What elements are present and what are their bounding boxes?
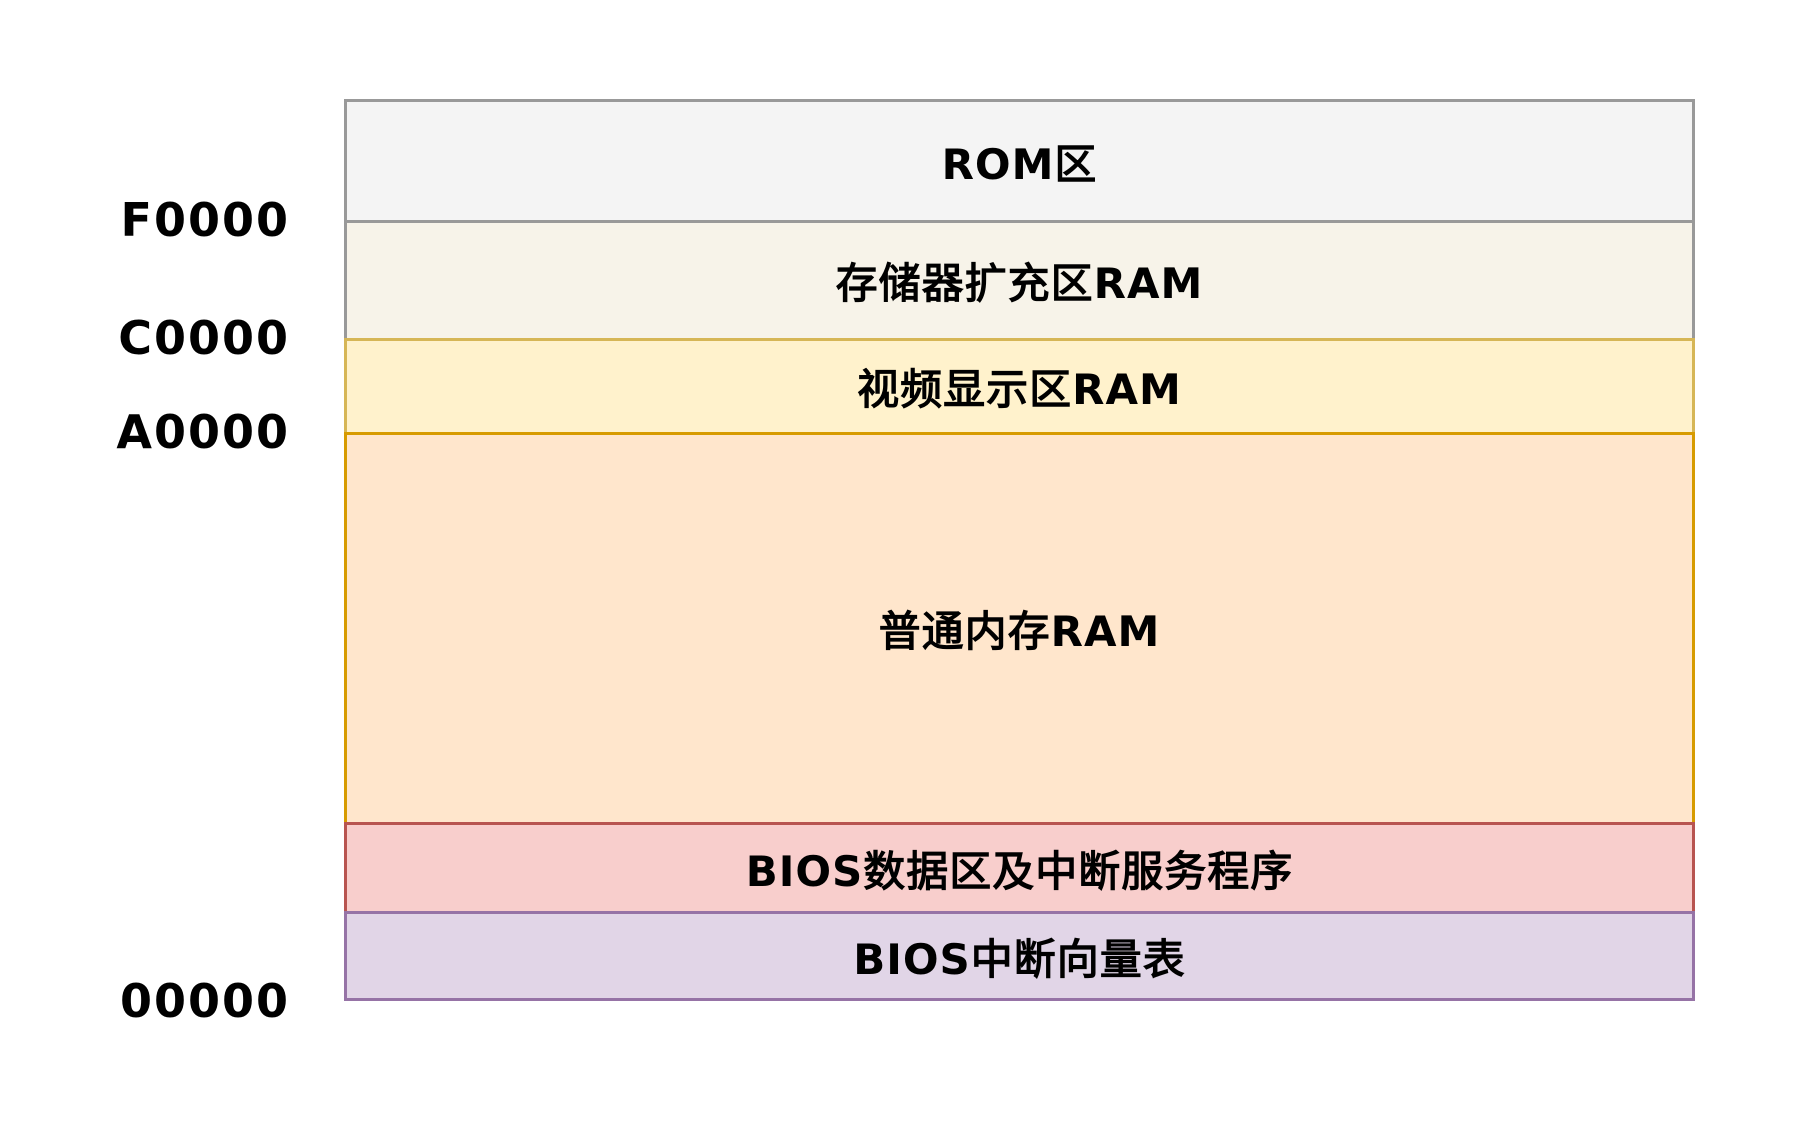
memory-region-rom: ROM区	[344, 99, 1695, 223]
memory-map-box: ROM区 存储器扩充区RAM 视频显示区RAM 普通内存RAM BIOS数据区及…	[344, 99, 1695, 1001]
region-label-video-ram: 视频显示区RAM	[857, 365, 1182, 414]
address-label-a0000: A0000	[116, 405, 290, 459]
region-label-bios-interrupt-vector-table: BIOS中断向量表	[853, 934, 1186, 984]
address-label-f0000: F0000	[120, 193, 290, 247]
memory-region-conventional-ram: 普通内存RAM	[344, 432, 1695, 825]
memory-region-bios-interrupt-vector-table: BIOS中断向量表	[344, 911, 1695, 1001]
address-label-c0000: C0000	[118, 311, 290, 365]
region-label-conventional-ram: 普通内存RAM	[878, 607, 1161, 656]
memory-region-video-ram: 视频显示区RAM	[344, 338, 1695, 435]
memory-region-bios-data-area: BIOS数据区及中断服务程序	[344, 822, 1695, 914]
memory-region-expansion-ram: 存储器扩充区RAM	[344, 220, 1695, 341]
region-label-bios-data-area: BIOS数据区及中断服务程序	[745, 846, 1294, 896]
address-label-00000: 00000	[119, 974, 290, 1028]
region-label-expansion-ram: 存储器扩充区RAM	[835, 259, 1204, 308]
region-label-rom: ROM区	[941, 139, 1098, 189]
